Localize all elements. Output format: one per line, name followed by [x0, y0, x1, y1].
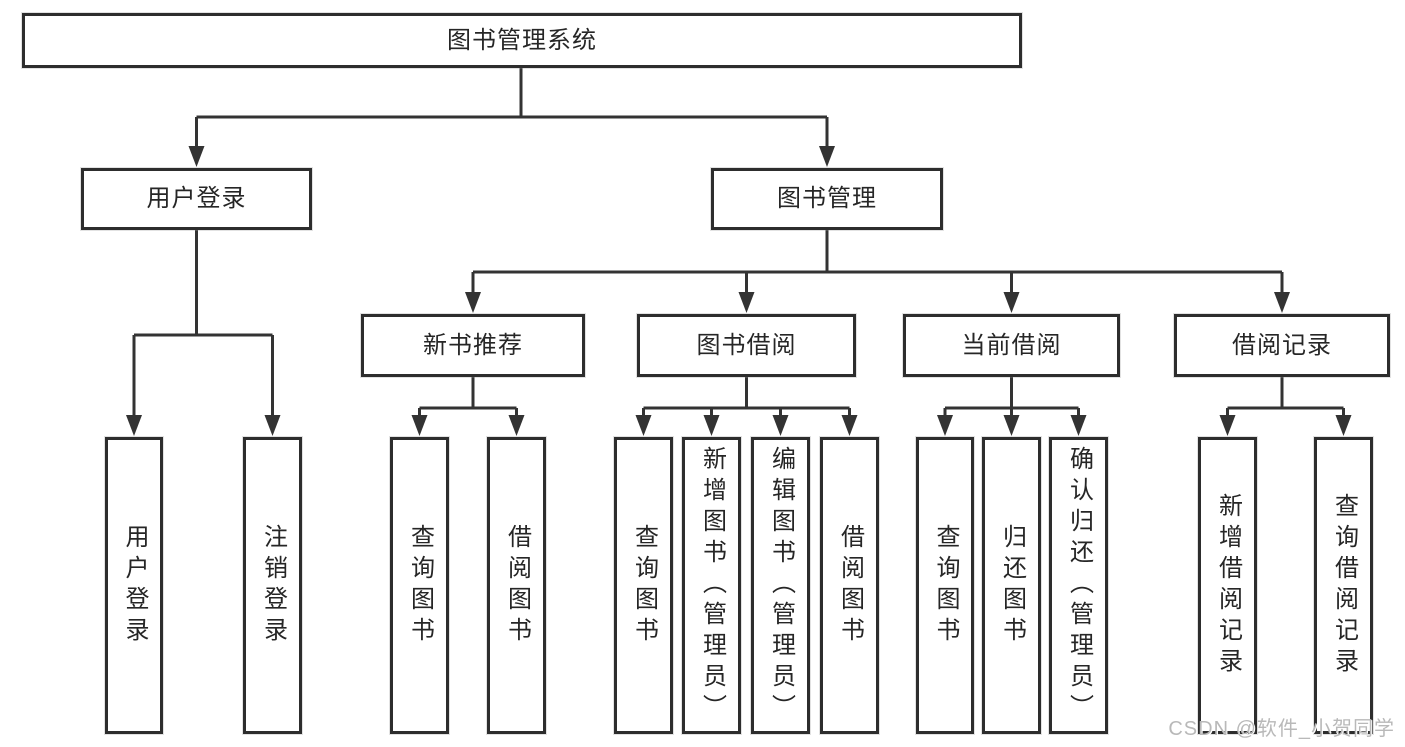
node-label-leaf-borrow-books-rec: 借阅图书 — [503, 523, 531, 648]
node-label-book-management: 图书管理 — [777, 185, 877, 212]
node-leaf-user-login: 用户登录 — [105, 437, 163, 734]
node-new-book-recommend: 新书推荐 — [361, 314, 585, 377]
arrowhead-icon — [1003, 415, 1020, 436]
node-leaf-confirm-return: 确认归还（管理员） — [1049, 437, 1108, 734]
node-borrowing-records: 借阅记录 — [1174, 314, 1390, 377]
arrowhead-icon — [738, 292, 755, 313]
watermark: CSDN @软件_小贺同学 — [1168, 718, 1395, 740]
node-book-management: 图书管理 — [711, 168, 943, 230]
node-leaf-borrow-books-rec: 借阅图书 — [487, 437, 546, 734]
node-user-login: 用户登录 — [81, 168, 312, 230]
node-leaf-borrow-books-bor: 借阅图书 — [820, 437, 879, 734]
node-label-root: 图书管理系统 — [447, 26, 597, 54]
arrowhead-icon — [1335, 415, 1352, 436]
node-label-current-borrowing: 当前借阅 — [961, 331, 1062, 359]
node-label-leaf-query-books-rec: 查询图书 — [406, 523, 434, 648]
node-leaf-query-books-cur: 查询图书 — [916, 437, 974, 734]
node-root: 图书管理系统 — [22, 13, 1022, 68]
node-leaf-add-borrow-record: 新增借阅记录 — [1198, 437, 1257, 734]
arrowhead-icon — [819, 146, 835, 167]
node-label-leaf-borrow-books-bor: 借阅图书 — [836, 523, 864, 648]
node-label-book-borrowing: 图书借阅 — [696, 331, 797, 359]
node-leaf-add-books-admin: 新增图书（管理员） — [682, 437, 741, 734]
arrowhead-icon — [465, 292, 481, 313]
node-leaf-query-books-bor: 查询图书 — [614, 437, 673, 734]
arrowhead-icon — [1219, 415, 1236, 436]
node-leaf-return-books: 归还图书 — [982, 437, 1041, 734]
node-label-leaf-add-borrow-record: 新增借阅记录 — [1214, 492, 1242, 679]
arrowhead-icon — [937, 415, 953, 436]
arrowhead-icon — [1274, 292, 1290, 313]
arrowhead-icon — [264, 415, 281, 436]
node-leaf-query-books-rec: 查询图书 — [390, 437, 449, 734]
node-label-leaf-add-books-admin: 新增图书（管理员） — [698, 446, 726, 725]
node-label-leaf-edit-books-admin: 编辑图书（管理员） — [767, 446, 795, 725]
arrowhead-icon — [188, 146, 205, 167]
node-label-leaf-user-login: 用户登录 — [121, 523, 148, 648]
arrowhead-icon — [703, 415, 720, 436]
node-label-leaf-confirm-return: 确认归还（管理员） — [1065, 446, 1093, 725]
node-label-new-book-recommend: 新书推荐 — [423, 331, 523, 359]
arrowhead-icon — [635, 415, 652, 436]
arrowhead-icon — [411, 415, 428, 436]
node-label-leaf-query-books-bor: 查询图书 — [630, 523, 658, 648]
node-book-borrowing: 图书借阅 — [637, 314, 856, 377]
arrowhead-icon — [1070, 415, 1087, 436]
node-leaf-logout: 注销登录 — [243, 437, 302, 734]
arrowhead-icon — [1003, 292, 1020, 313]
node-label-borrowing-records: 借阅记录 — [1232, 331, 1332, 359]
node-current-borrowing: 当前借阅 — [903, 314, 1120, 377]
arrowhead-icon — [772, 415, 789, 436]
arrowhead-icon — [126, 415, 142, 436]
node-label-user-login: 用户登录 — [146, 185, 247, 212]
node-label-leaf-return-books: 归还图书 — [998, 523, 1026, 648]
arrowhead-icon — [841, 415, 858, 436]
node-leaf-edit-books-admin: 编辑图书（管理员） — [751, 437, 810, 734]
node-label-leaf-query-borrow-record: 查询借阅记录 — [1330, 492, 1358, 679]
node-leaf-query-borrow-record: 查询借阅记录 — [1314, 437, 1373, 734]
arrowhead-icon — [508, 415, 525, 436]
node-label-leaf-logout: 注销登录 — [259, 523, 287, 648]
node-label-leaf-query-books-cur: 查询图书 — [932, 523, 959, 648]
